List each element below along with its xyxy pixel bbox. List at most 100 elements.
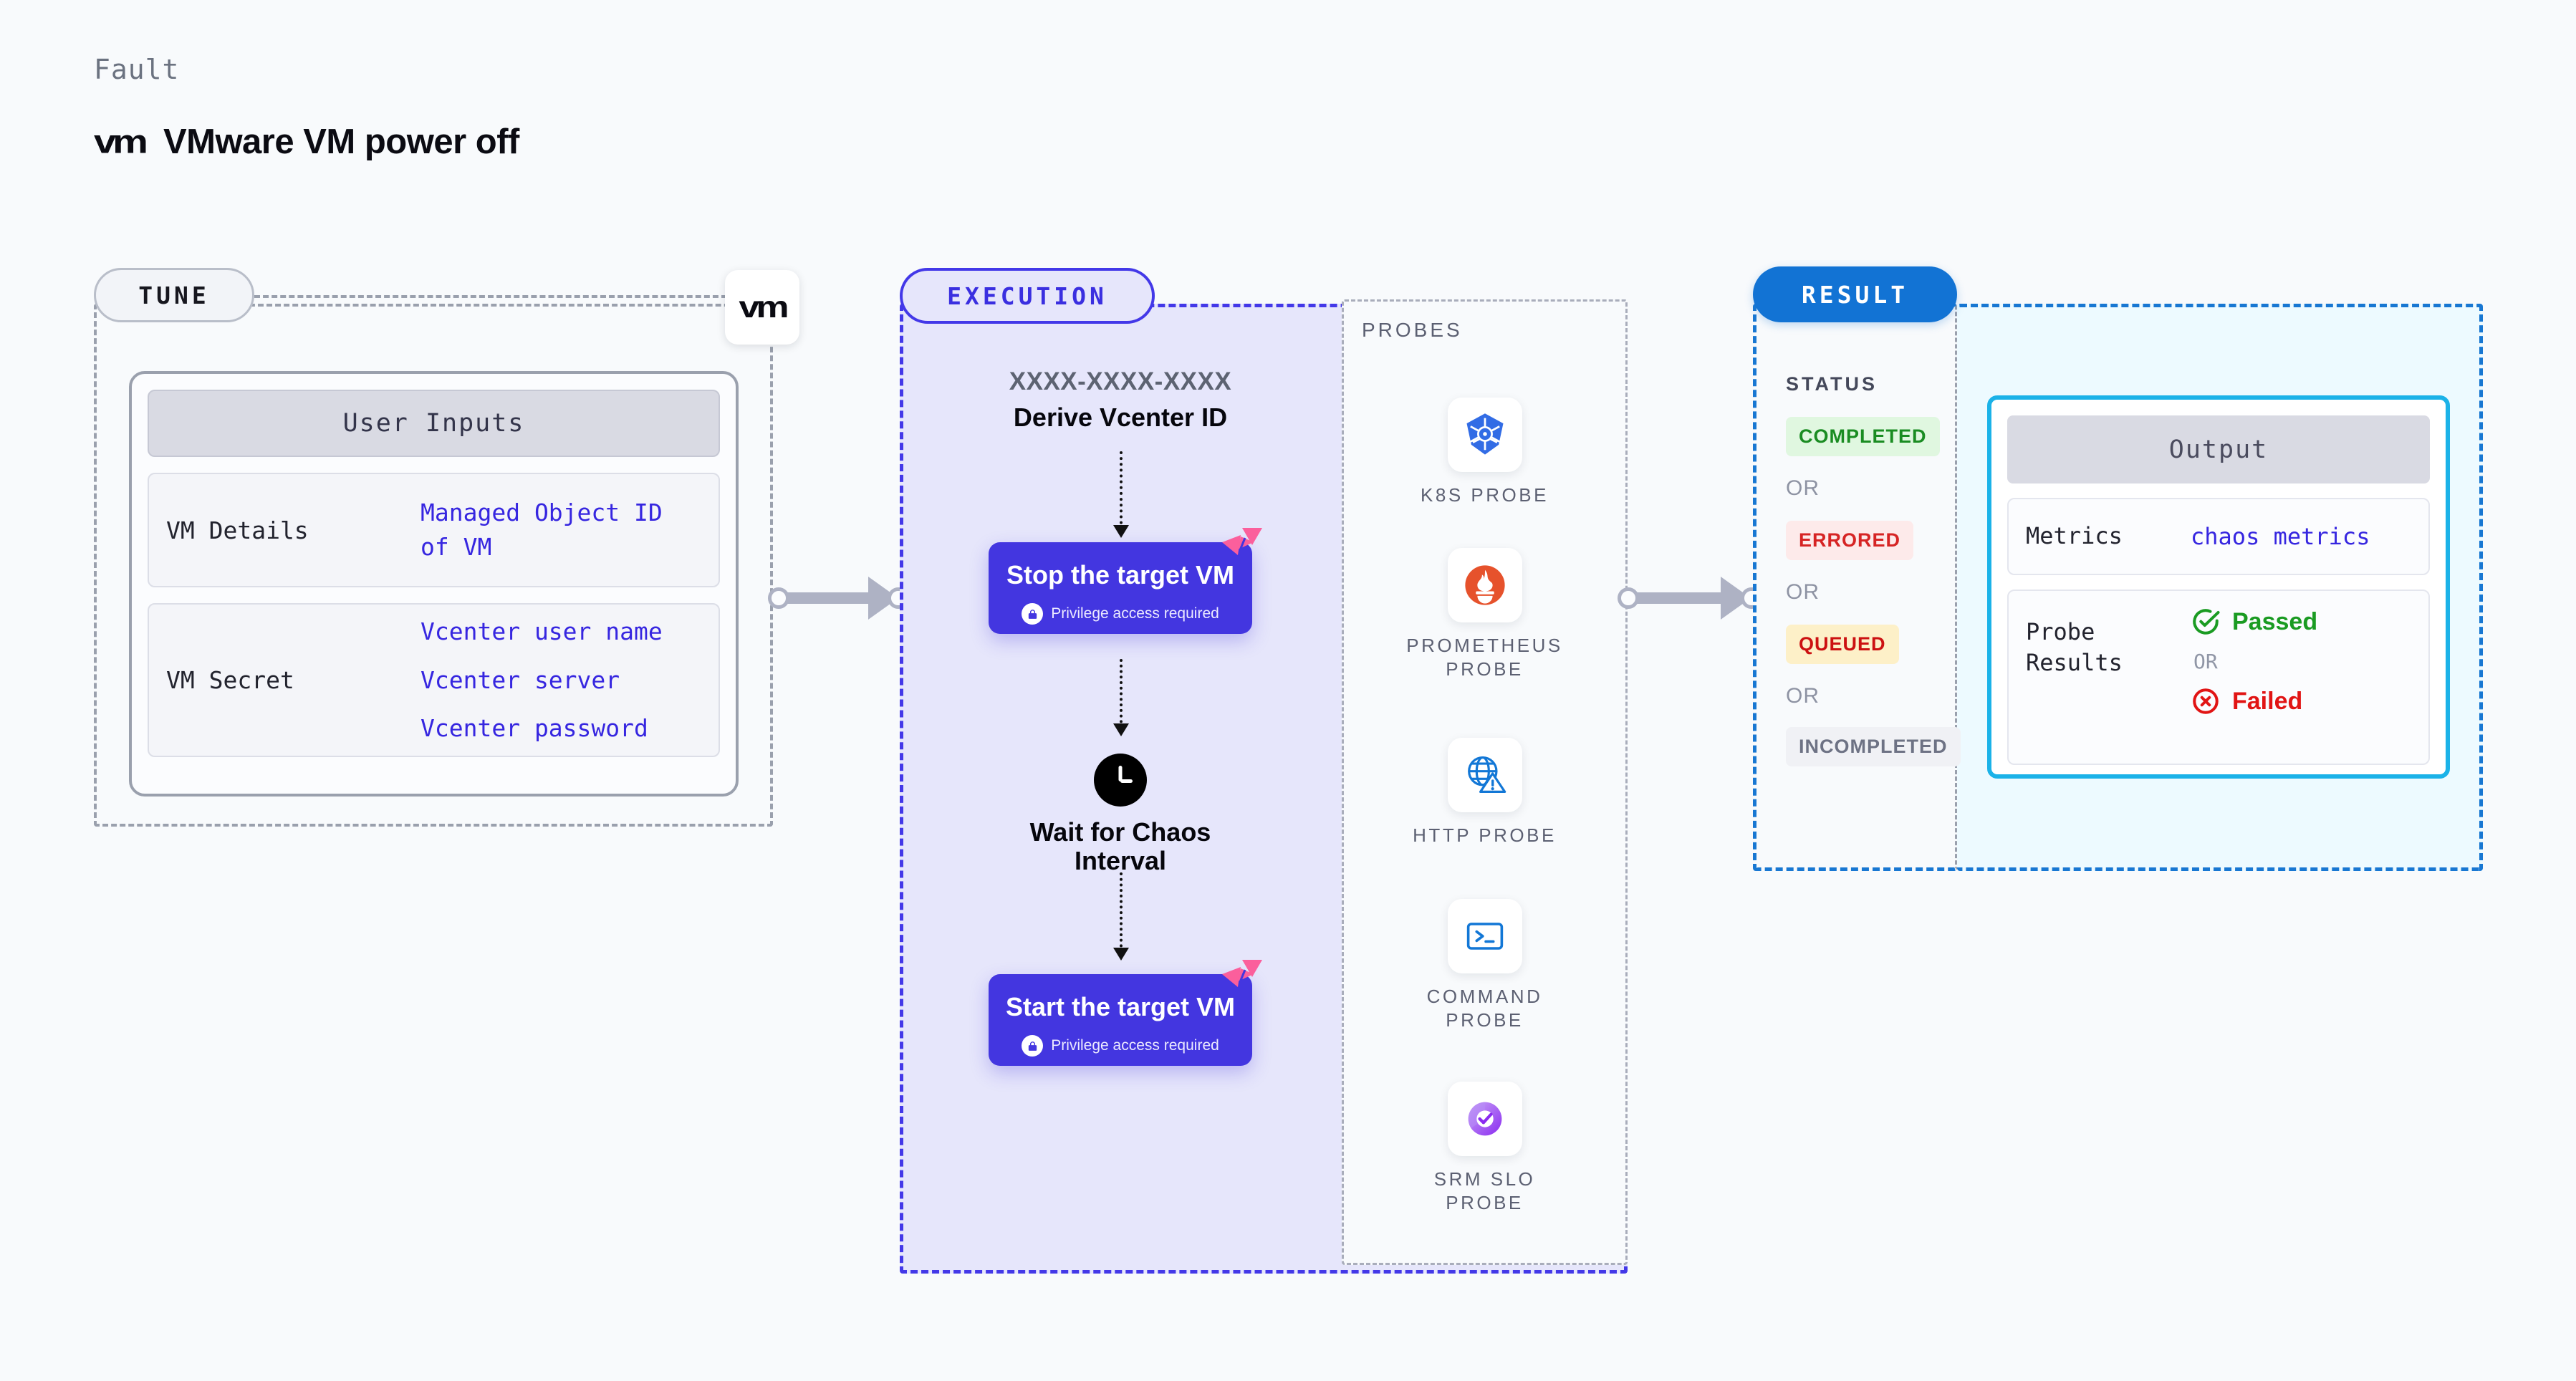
probe-label-line2: PROBE <box>1446 1191 1524 1213</box>
tune-pill[interactable]: TUNE <box>94 268 254 322</box>
probe-label-line1: PROMETHEUS <box>1406 635 1563 656</box>
user-inputs-card: User Inputs VM Details Managed Object ID… <box>129 371 739 797</box>
vm-secret-row: VM Secret Vcenter user name Vcenter serv… <box>148 603 720 757</box>
connector-execution-to-result <box>1618 577 1762 620</box>
probe-results-label: Probe Results <box>2026 607 2191 678</box>
arrow-stop-to-wait <box>1113 659 1129 736</box>
probe-results-label-line1: Probe <box>2026 618 2095 645</box>
wait-label-line2: Interval <box>1074 846 1167 876</box>
probe-label-line1: SRM SLO <box>1433 1168 1536 1190</box>
lock-icon <box>1022 603 1044 625</box>
status-badge-errored: ERRORED <box>1786 521 1914 560</box>
probe-label: K8S PROBE <box>1421 484 1549 506</box>
probe-k8s[interactable]: K8S PROBE <box>1342 398 1628 507</box>
user-inputs-title: User Inputs <box>148 390 720 457</box>
page-title-row: vm VMware VM power off <box>94 122 519 162</box>
step-subtitle: Privilege access required <box>1051 605 1219 622</box>
step-card-stop-vm[interactable]: Stop the target VM Privilege access requ… <box>989 528 1262 634</box>
derive-vcenter-id-label: Derive Vcenter ID <box>1013 403 1228 432</box>
step-subtitle-row: Privilege access required <box>1022 603 1219 625</box>
probe-http[interactable]: HTTP PROBE <box>1342 738 1628 847</box>
clock-icon <box>1094 754 1147 807</box>
step-title: Stop the target VM <box>1006 560 1234 590</box>
status-badge-incompleted: INCOMPLETED <box>1786 727 1961 766</box>
vm-details-row: VM Details Managed Object ID of VM <box>148 473 720 587</box>
vm-secret-value-3: Vcenter password <box>420 714 648 743</box>
metrics-row: Metrics chaos metrics <box>2007 498 2430 575</box>
srm-slo-icon <box>1447 1082 1522 1156</box>
step-subtitle: Privilege access required <box>1051 1037 1219 1054</box>
probe-label: HTTP PROBE <box>1413 824 1557 846</box>
vm-secret-value-2: Vcenter server <box>420 665 620 694</box>
status-or-2: OR <box>1786 580 1820 604</box>
wait-for-chaos-interval: Wait for Chaos Interval <box>900 754 1341 876</box>
probe-prometheus[interactable]: PROMETHEUS PROBE <box>1342 548 1628 680</box>
failed-label: Failed <box>2232 687 2303 715</box>
page-eyebrow: Fault <box>94 54 180 85</box>
execution-pill[interactable]: EXECUTION <box>900 268 1155 324</box>
tune-pill-connector-line <box>254 295 727 298</box>
probe-label-line2: PROBE <box>1446 1009 1524 1031</box>
vmware-logo-icon: vm <box>94 122 148 160</box>
page-title: VMware VM power off <box>163 122 519 161</box>
probe-results-row: Probe Results Passed OR Fai <box>2007 590 2430 765</box>
arrow-derive-to-stop <box>1113 451 1129 538</box>
connector-start-dot <box>1618 587 1639 609</box>
check-circle-icon <box>2193 609 2220 635</box>
probe-results-values: Passed OR Failed <box>2191 607 2317 716</box>
status-or-3: OR <box>1786 684 1820 708</box>
step-card-start-vm[interactable]: Start the target VM Privilege access req… <box>989 960 1262 1066</box>
vm-secret-values: Vcenter user name Vcenter server Vcenter… <box>420 615 663 746</box>
chaos-corner-badge-icon <box>1222 528 1262 555</box>
probe-result-or: OR <box>2193 650 2218 673</box>
connector-tune-to-execution <box>768 577 909 620</box>
connector-start-dot <box>768 587 789 609</box>
status-badge-queued: QUEUED <box>1786 625 1899 664</box>
vm-details-values: Managed Object ID of VM <box>420 496 663 564</box>
step-title: Start the target VM <box>1005 992 1236 1021</box>
http-globe-warning-icon <box>1447 738 1522 812</box>
vm-secret-value-1: Vcenter user name <box>420 617 663 645</box>
vmware-badge-icon: vm <box>725 270 799 345</box>
output-card: Output Metrics chaos metrics Probe Resul… <box>1987 395 2450 779</box>
vmware-badge-logo-text: vm <box>739 290 789 324</box>
metrics-value: chaos metrics <box>2191 523 2370 550</box>
probe-result-passed: Passed <box>2191 607 2317 637</box>
lock-icon <box>1022 1035 1044 1057</box>
status-section-label: STATUS <box>1786 373 1878 395</box>
status-or-1: OR <box>1786 476 1820 500</box>
probe-label-line2: PROBE <box>1446 658 1524 680</box>
probe-srm-slo[interactable]: SRM SLO PROBE <box>1342 1082 1628 1214</box>
probe-command[interactable]: COMMAND PROBE <box>1342 899 1628 1031</box>
metrics-label: Metrics <box>2026 522 2123 550</box>
output-card-title: Output <box>2007 415 2430 483</box>
tune-panel <box>94 304 773 827</box>
kubernetes-icon <box>1447 398 1522 472</box>
probe-label: COMMAND PROBE <box>1342 985 1628 1031</box>
connector-line <box>778 592 883 604</box>
probe-result-failed: Failed <box>2191 686 2317 716</box>
probes-label: PROBES <box>1362 319 1463 341</box>
probe-label: PROMETHEUS PROBE <box>1342 634 1628 680</box>
terminal-icon <box>1447 899 1522 973</box>
status-panel <box>1753 304 1957 871</box>
passed-label: Passed <box>2232 607 2318 635</box>
probe-results-label-line2: Results <box>2026 649 2123 677</box>
vm-details-value-1: Managed Object ID <box>420 499 663 527</box>
step-subtitle-row: Privilege access required <box>1022 1035 1219 1057</box>
prometheus-icon <box>1447 548 1522 622</box>
vm-secret-label: VM Secret <box>166 666 294 694</box>
probe-label: SRM SLO PROBE <box>1342 1168 1628 1214</box>
status-badge-completed: COMPLETED <box>1786 417 1940 456</box>
connector-line <box>1628 592 1735 604</box>
chaos-corner-badge-icon <box>1222 960 1262 987</box>
x-circle-icon <box>2193 688 2219 714</box>
wait-label: Wait for Chaos Interval <box>900 817 1341 876</box>
arrow-wait-to-start <box>1113 872 1129 961</box>
execution-run-id: XXXX-XXXX-XXXX <box>1009 367 1232 395</box>
vm-details-label: VM Details <box>166 516 309 544</box>
wait-label-line1: Wait for Chaos <box>1029 817 1211 847</box>
vm-details-value-2: of VM <box>420 533 492 561</box>
result-pill[interactable]: RESULT <box>1753 266 1957 322</box>
